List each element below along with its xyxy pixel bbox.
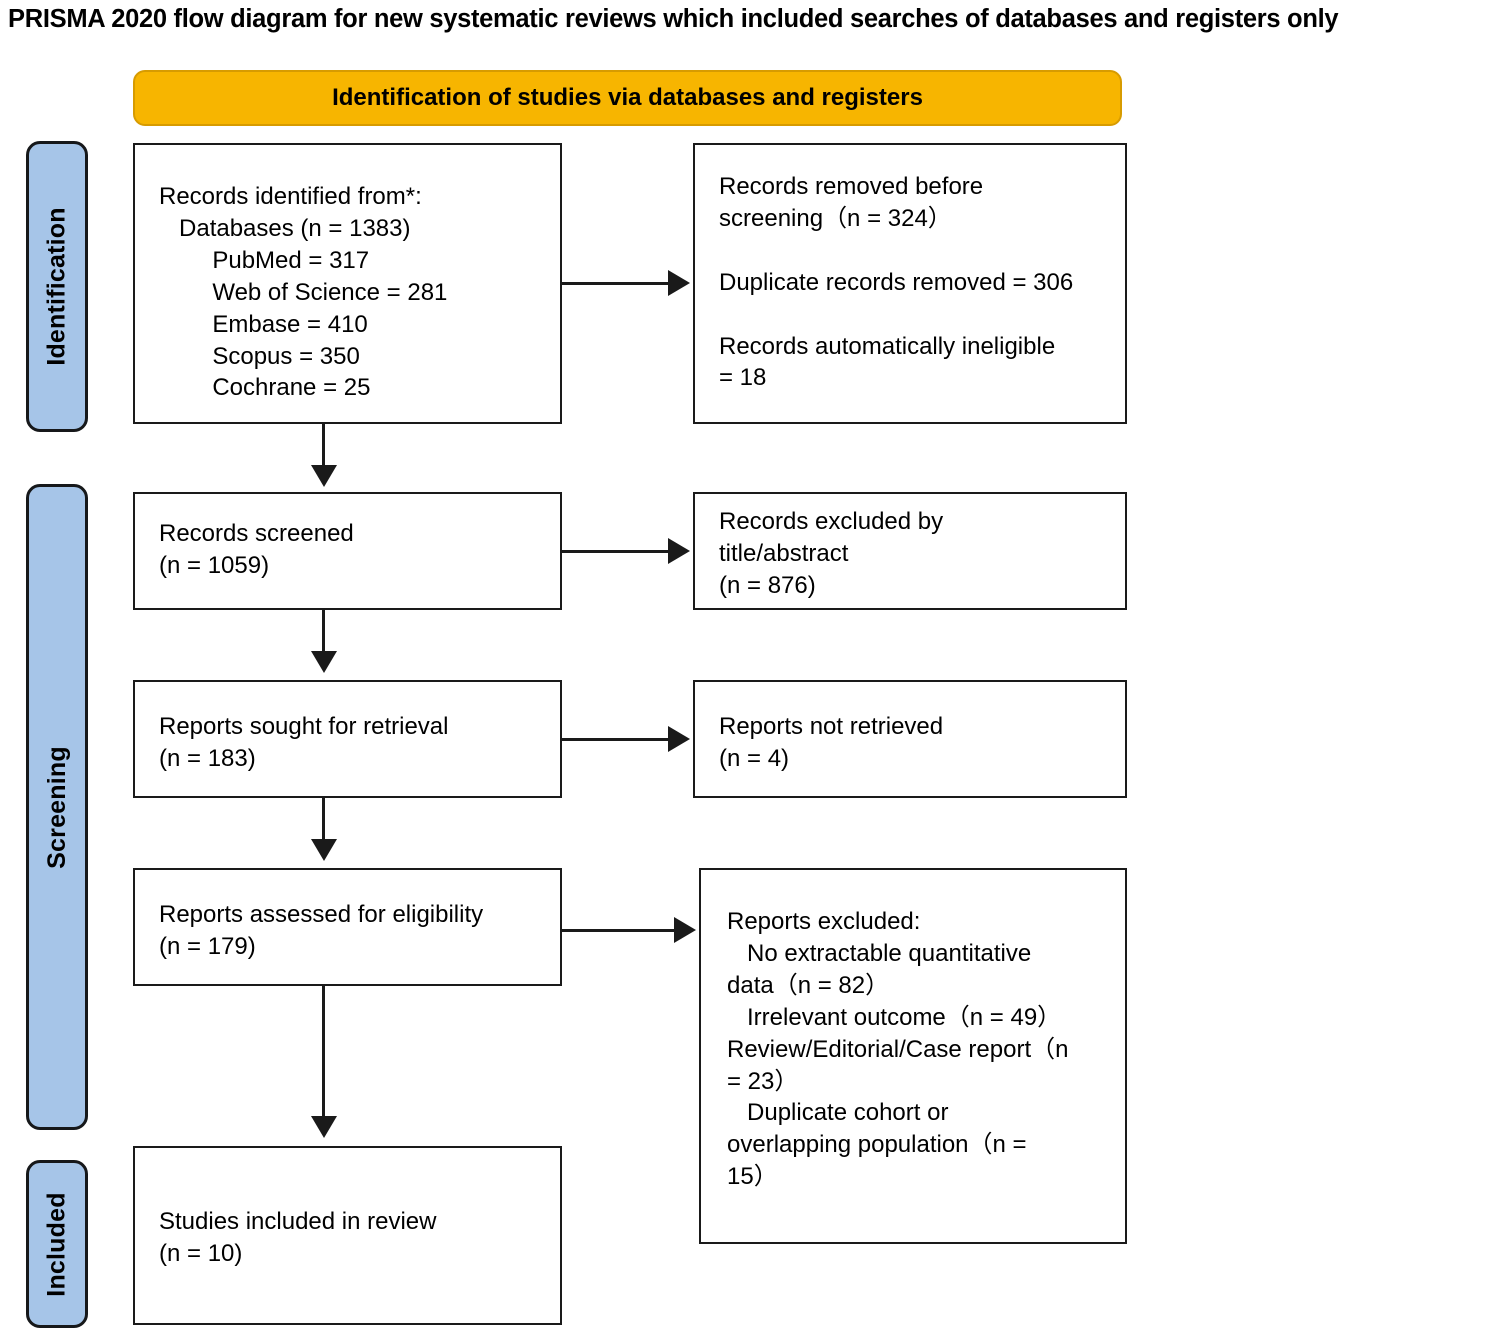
identification-banner: Identification of studies via databases …	[133, 70, 1122, 126]
connector-assessed-to-included-arrow	[311, 1116, 337, 1138]
box-reports-not-retrieved-text: Reports not retrieved (n = 4)	[719, 713, 944, 772]
connector-assessed-to-included-line	[322, 986, 325, 1120]
connector-screened-to-excluded-line	[562, 550, 670, 553]
identification-banner-label: Identification of studies via databases …	[332, 84, 923, 111]
box-reports-assessed-text: Reports assessed for eligibility (n = 17…	[159, 901, 484, 960]
stage-included-label: Included	[42, 1191, 71, 1297]
box-reports-sought-text: Reports sought for retrieval (n = 183)	[159, 713, 449, 772]
box-reports-not-retrieved: Reports not retrieved (n = 4)	[693, 680, 1127, 798]
connector-sought-to-notretrieved-line	[562, 738, 670, 741]
stage-screening-label: Screening	[42, 745, 71, 869]
stage-screening: Screening	[26, 484, 88, 1130]
connector-assessed-to-excluded-line	[562, 929, 676, 932]
box-reports-sought: Reports sought for retrieval (n = 183)	[133, 680, 562, 798]
page-title: PRISMA 2020 flow diagram for new systema…	[8, 5, 1339, 33]
box-reports-excluded: Reports excluded: No extractable quantit…	[699, 868, 1127, 1244]
box-reports-excluded-text: Reports excluded: No extractable quantit…	[727, 908, 1069, 1191]
connector-assessed-to-excluded-arrow	[674, 917, 696, 943]
box-studies-included: Studies included in review (n = 10)	[133, 1146, 562, 1325]
box-records-removed: Records removed before screening（n = 324…	[693, 143, 1127, 424]
connector-identified-to-screened-arrow	[311, 465, 337, 487]
box-records-excluded: Records excluded by title/abstract (n = …	[693, 492, 1127, 610]
connector-identified-to-removed-arrow	[668, 270, 690, 296]
stage-included: Included	[26, 1160, 88, 1328]
box-records-screened: Records screened (n = 1059)	[133, 492, 562, 610]
connector-sought-to-notretrieved-arrow	[668, 726, 690, 752]
box-records-screened-text: Records screened (n = 1059)	[159, 520, 354, 579]
connector-screened-to-excluded-arrow	[668, 538, 690, 564]
connector-identified-to-screened-line	[322, 424, 325, 469]
box-records-identified-text: Records identified from*: Databases (n =…	[159, 183, 448, 402]
box-reports-assessed: Reports assessed for eligibility (n = 17…	[133, 868, 562, 986]
box-records-excluded-text: Records excluded by title/abstract (n = …	[719, 508, 944, 599]
connector-identified-to-removed-line	[562, 282, 670, 285]
connector-sought-to-assessed-line	[322, 798, 325, 843]
box-records-removed-text: Records removed before screening（n = 324…	[719, 173, 1074, 392]
connector-screened-to-sought-arrow	[311, 651, 337, 673]
connector-sought-to-assessed-arrow	[311, 839, 337, 861]
stage-identification-label: Identification	[42, 207, 71, 366]
box-studies-included-text: Studies included in review (n = 10)	[159, 1208, 437, 1267]
box-records-identified: Records identified from*: Databases (n =…	[133, 143, 562, 424]
connector-screened-to-sought-line	[322, 610, 325, 655]
stage-identification: Identification	[26, 141, 88, 432]
